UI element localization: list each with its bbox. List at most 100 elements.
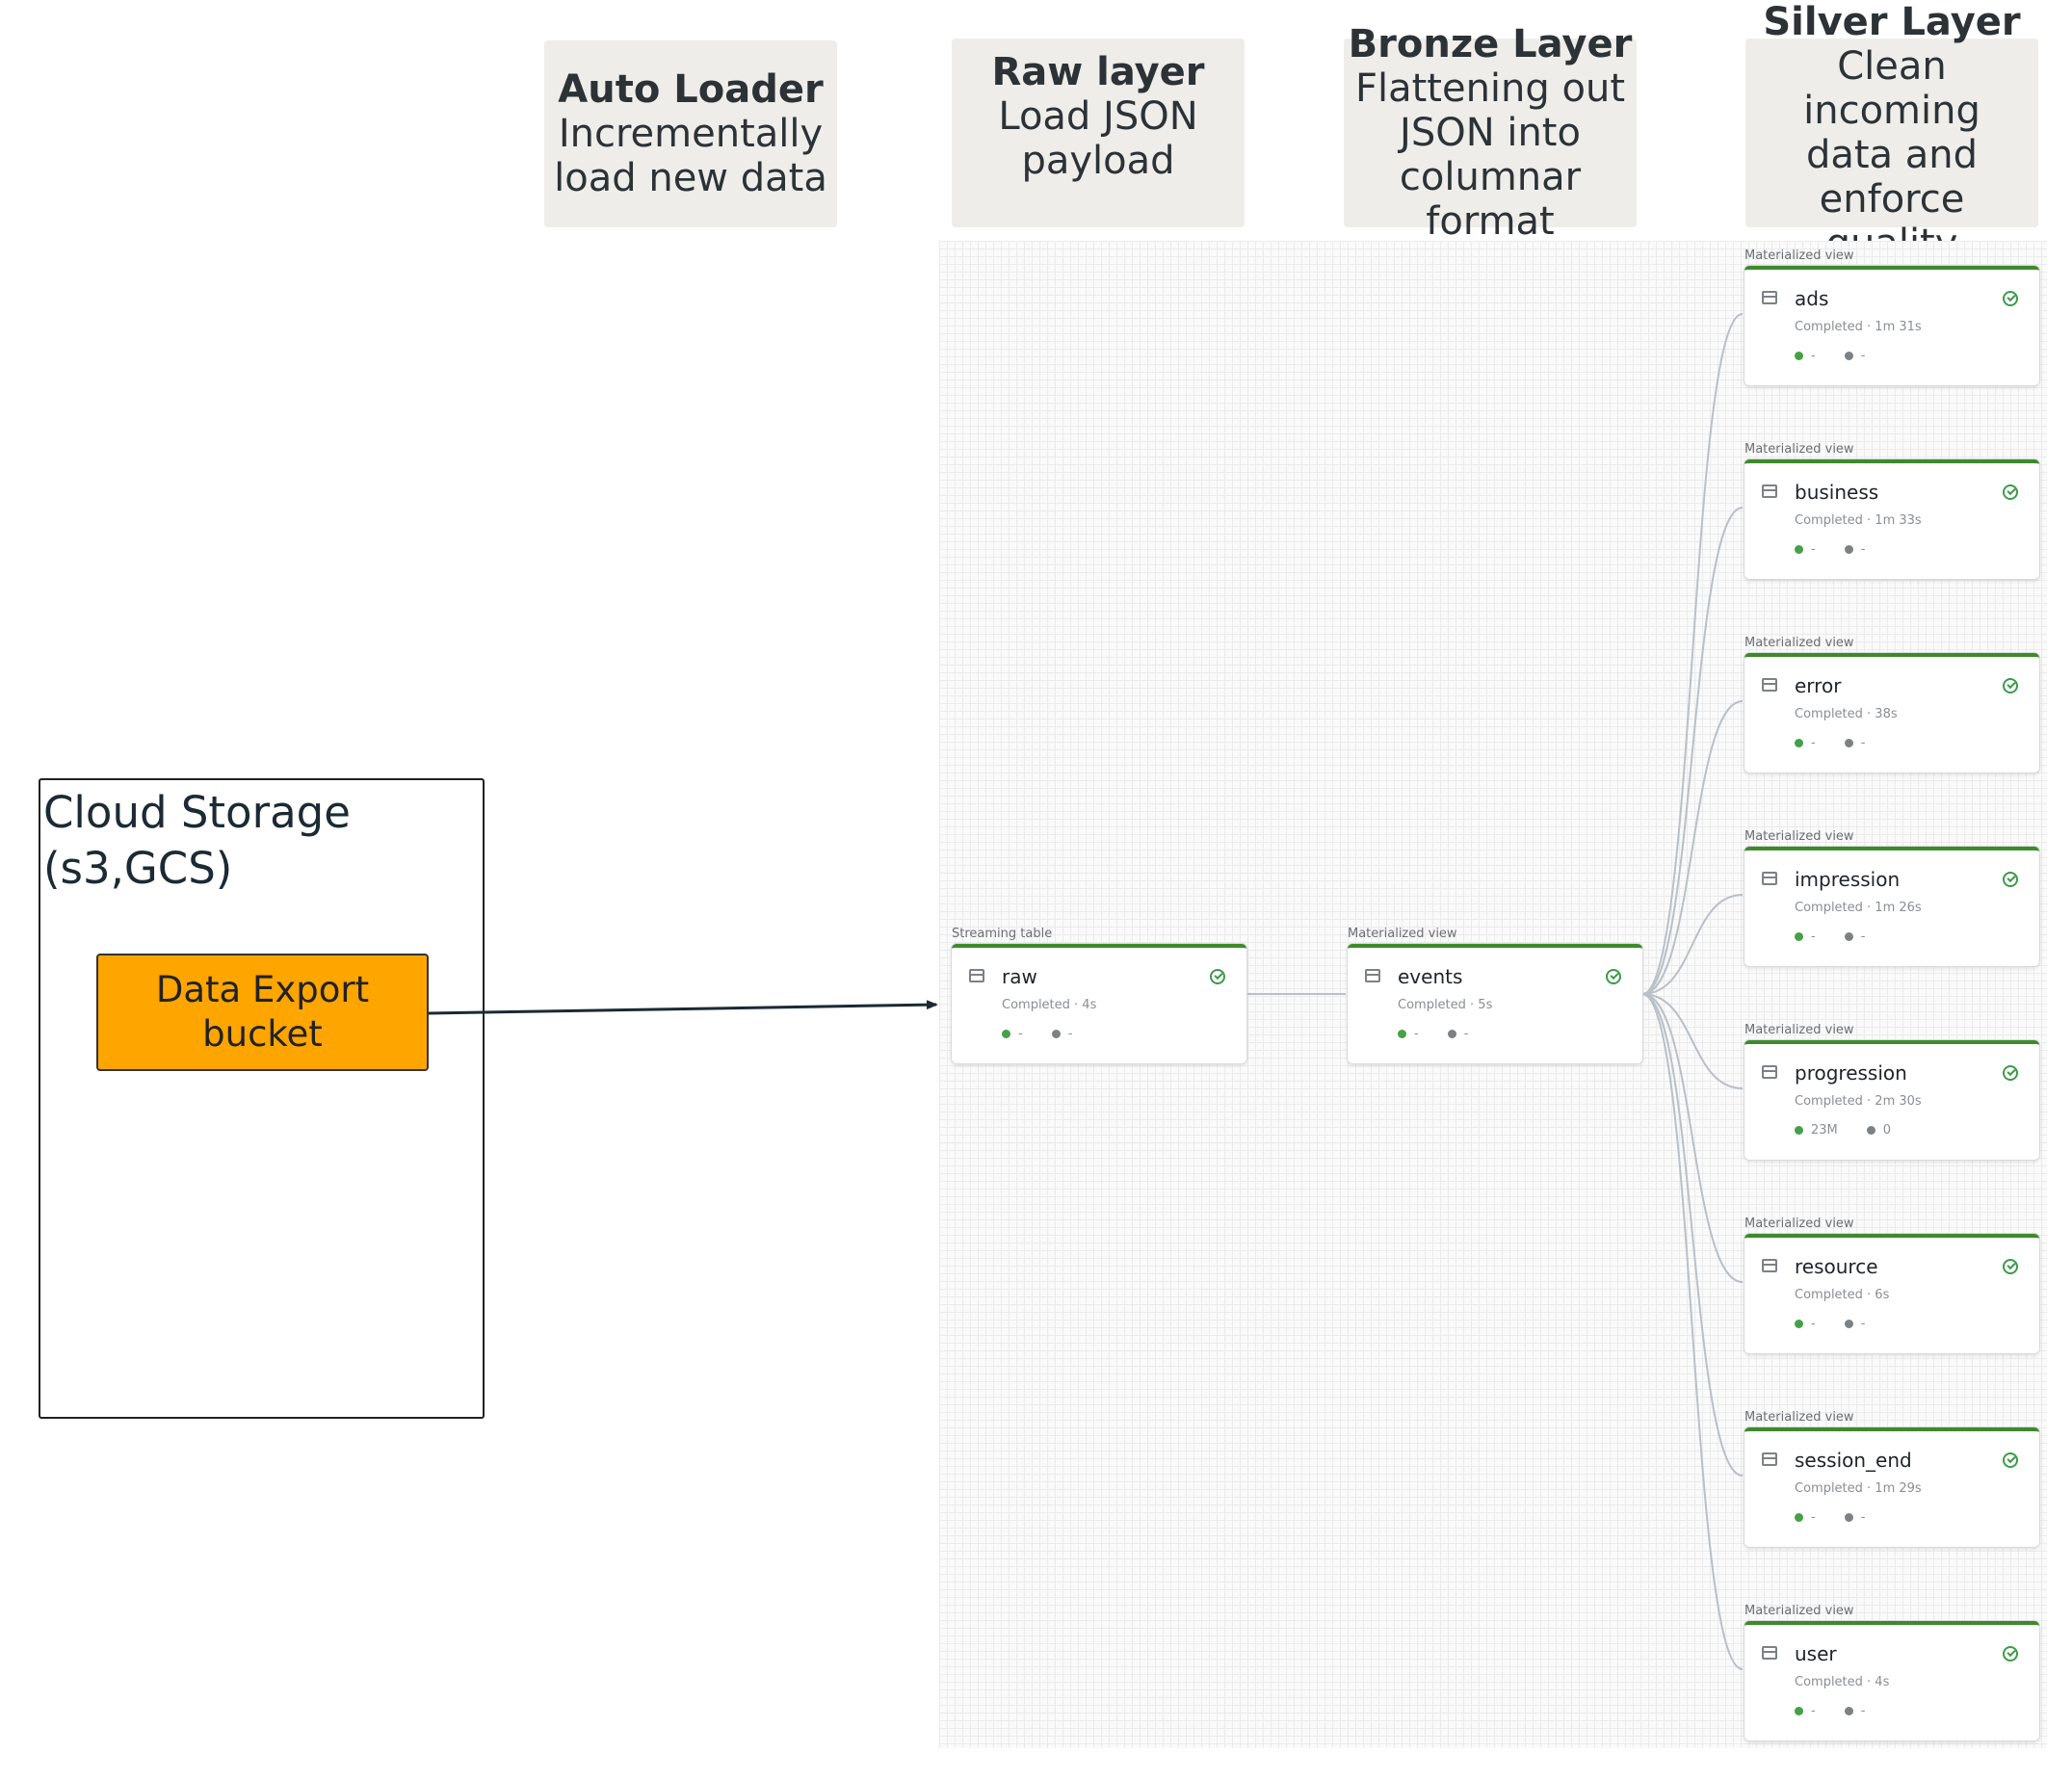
- gray-dot-icon: [1051, 1030, 1061, 1038]
- green-dot-icon: [1795, 1320, 1803, 1328]
- node-metrics: --: [1002, 1027, 1072, 1041]
- metric-dropped: -: [1860, 1704, 1866, 1718]
- bucket-label-line: Data Export: [155, 969, 370, 1010]
- gray-dot-icon: [1844, 1320, 1853, 1328]
- header-line: JSON into: [1400, 111, 1581, 155]
- bucket-to-raw-arrow: [428, 1000, 938, 1015]
- header-line: Load JSON: [998, 94, 1198, 139]
- node-events[interactable]: events Completed · 5s --: [1348, 944, 1642, 1063]
- node-metrics: --: [1795, 349, 1865, 363]
- metric-dropped: -: [1860, 1317, 1866, 1331]
- gray-dot-icon: [1866, 1126, 1875, 1135]
- check-circle-icon: [2003, 1452, 2018, 1468]
- node-session-end[interactable]: session_end Completed · 1m 29s --: [1744, 1427, 2039, 1547]
- metric-dropped: 0: [1882, 1123, 1892, 1138]
- table-icon: [1762, 1259, 1777, 1272]
- node-metrics: 23M 0: [1795, 1123, 1891, 1138]
- node-business[interactable]: business Completed · 1m 33s --: [1744, 459, 2039, 579]
- table-icon: [1762, 872, 1777, 885]
- node-caption: Materialized view: [1744, 1023, 1854, 1037]
- node-caption: Materialized view: [1744, 636, 1854, 650]
- node-metrics: --: [1795, 542, 1865, 557]
- node-status: Completed · 1m 33s: [1795, 513, 1922, 528]
- node-metrics: --: [1398, 1027, 1468, 1041]
- metric-dropped: -: [1860, 1510, 1866, 1525]
- node-status: Completed · 38s: [1795, 707, 1898, 721]
- node-name: ads: [1795, 287, 1829, 310]
- node-metrics: --: [1795, 929, 1865, 944]
- node-status: Completed · 6s: [1795, 1288, 1890, 1302]
- node-user[interactable]: user Completed · 4s - -: [1744, 1621, 2039, 1740]
- fan-edge: [1641, 507, 1744, 995]
- header-raw-layer: Raw layer Load JSON payload: [952, 39, 1245, 227]
- metric-upserted: -: [1811, 1704, 1816, 1718]
- node-caption: Materialized view: [1744, 249, 1854, 263]
- check-circle-icon: [2003, 1646, 2018, 1661]
- bucket-label-line: bucket: [202, 1013, 323, 1055]
- header-title: Raw layer: [991, 50, 1205, 94]
- check-circle-icon: [2003, 291, 2018, 306]
- fan-edge: [1641, 993, 1744, 1089]
- node-caption: Materialized view: [1744, 1217, 1854, 1231]
- cloud-storage-title: Cloud Storage (s3,GCS): [43, 787, 351, 894]
- gray-dot-icon: [1844, 739, 1853, 747]
- metric-upserted: -: [1811, 542, 1816, 557]
- node-metrics: --: [1795, 1510, 1865, 1525]
- metric-upserted: -: [1811, 1317, 1816, 1331]
- gray-dot-icon: [1844, 352, 1853, 360]
- node-caption: Materialized view: [1744, 1410, 1854, 1425]
- table-icon: [1762, 291, 1777, 304]
- metric-upserted: -: [1811, 1510, 1816, 1525]
- data-export-bucket: Data Export bucket: [96, 954, 429, 1071]
- header-line: columnar format: [1399, 155, 1582, 244]
- gray-dot-icon: [1844, 1707, 1853, 1715]
- node-status: Completed · 4s: [1795, 1675, 1890, 1689]
- fan-edge: [1641, 993, 1744, 1477]
- node-caption: Materialized view: [1744, 829, 1854, 844]
- metric-dropped: -: [1860, 929, 1866, 944]
- fan-edge: [1641, 313, 1744, 995]
- header-line: payload: [1021, 139, 1175, 183]
- header-auto-loader: Auto Loader Incrementally load new data: [544, 40, 837, 227]
- node-raw[interactable]: raw Completed · 4s --: [952, 944, 1246, 1063]
- node-name: user: [1795, 1642, 1837, 1665]
- node-error[interactable]: error Completed · 38s --: [1744, 653, 2039, 772]
- metric-upserted: -: [1018, 1027, 1023, 1041]
- node-status: Completed · 1m 31s: [1795, 320, 1922, 334]
- green-dot-icon: [1398, 1030, 1406, 1038]
- node-name: resource: [1795, 1255, 1878, 1278]
- metric-dropped: -: [1067, 1027, 1073, 1041]
- table-icon: [1762, 1646, 1777, 1660]
- node-name: events: [1398, 965, 1463, 988]
- node-caption: Materialized view: [1744, 1604, 1854, 1618]
- node-name: progression: [1795, 1061, 1907, 1085]
- table-icon: [1762, 678, 1777, 692]
- check-circle-icon: [2003, 1065, 2018, 1081]
- green-dot-icon: [1795, 1707, 1803, 1715]
- node-resource[interactable]: resource Completed · 6s - -: [1744, 1234, 2039, 1353]
- node-metrics: --: [1795, 736, 1865, 750]
- green-dot-icon: [1795, 352, 1803, 360]
- gray-dot-icon: [1844, 1513, 1853, 1522]
- table-icon: [969, 969, 984, 982]
- metric-upserted: -: [1811, 929, 1816, 944]
- fan-edge: [1641, 993, 1744, 1670]
- header-line: load new data: [554, 156, 827, 200]
- gray-dot-icon: [1844, 545, 1853, 554]
- node-name: business: [1795, 481, 1879, 504]
- events-to-silver-edges: [1641, 313, 1744, 1670]
- metric-dropped: -: [1860, 736, 1866, 750]
- header-bronze-layer: Bronze Layer Flattening out JSON into co…: [1344, 22, 1637, 244]
- green-dot-icon: [1795, 1513, 1803, 1522]
- node-status: Completed · 1m 26s: [1795, 901, 1922, 915]
- metric-upserted: 23M: [1811, 1123, 1838, 1138]
- node-impression[interactable]: impression Completed · 1m 26s --: [1744, 847, 2039, 966]
- table-icon: [1762, 1065, 1777, 1079]
- node-caption: Materialized view: [1348, 927, 1457, 941]
- node-ads[interactable]: ads Completed · 1m 31s --: [1744, 266, 2039, 385]
- node-status: Completed · 4s: [1002, 998, 1097, 1012]
- node-name: session_end: [1795, 1449, 1912, 1472]
- table-icon: [1762, 484, 1777, 498]
